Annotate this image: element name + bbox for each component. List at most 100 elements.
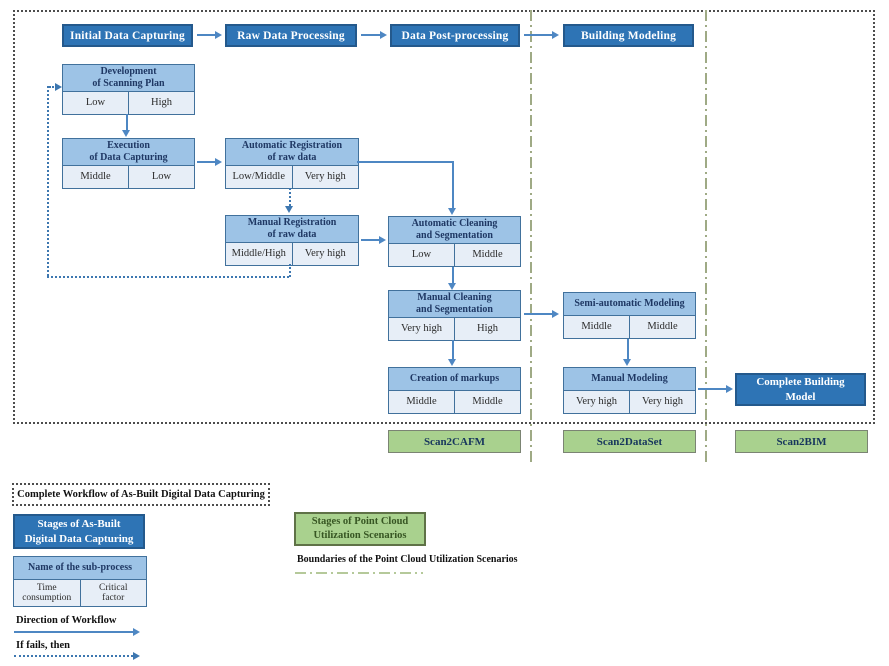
scenario-scan2cafm: Scan2CAFM (388, 430, 521, 453)
critical-factor-value: Middle (454, 391, 520, 413)
arrow-manualcleaning-semimodeling (524, 313, 552, 315)
subprocess-execution-of-data-capturing: Execution of Data Capturing Middle Low (62, 138, 195, 189)
stage-label: Initial Data Capturing (70, 29, 185, 42)
fallback-arrow-autoreg-manualreg (289, 188, 291, 206)
subprocess-development-of-scanning-plan: Development of Scanning Plan Low High (62, 64, 195, 115)
legend-boundaries-line (295, 572, 423, 574)
subprocess-title: Manual Cleaning and Segmentation (389, 291, 520, 318)
subprocess-title: Manual Modeling (564, 368, 695, 391)
time-consumption-value: Middle (581, 321, 612, 333)
legend-workflow-frame-label: Complete Workflow of As-Built Digital Da… (17, 489, 265, 500)
legend-direction-arrow (14, 631, 133, 633)
arrow-manualregistration-autocleaning (361, 239, 379, 241)
legend-scenario-label: Stages of Point Cloud Utilization Scenar… (311, 515, 409, 541)
legend-boundaries-label: Boundaries of the Point Cloud Utilizatio… (297, 554, 518, 565)
stage-label: Building Modeling (580, 29, 677, 42)
scenario-scan2dataset: Scan2DataSet (563, 430, 696, 453)
arrow-manualmodeling-completemodel (698, 388, 726, 390)
fail-loop-entry (49, 86, 57, 88)
arrowhead-icon (448, 208, 456, 215)
arrowhead-icon (552, 31, 559, 39)
scenario-boundary-2 (705, 10, 707, 462)
arrow-execution-autoregistration (197, 161, 215, 163)
fail-loop-left (47, 86, 49, 276)
arrow-stage1-stage2 (197, 34, 215, 36)
scenario-scan2bim: Scan2BIM (735, 430, 868, 453)
legend-direction-label: Direction of Workflow (16, 615, 117, 626)
fail-loop-stub (289, 264, 291, 277)
stage-label: Data Post-processing (401, 29, 509, 42)
subprocess-title: Creation of markups (389, 368, 520, 391)
scenario-label: Scan2CAFM (423, 435, 486, 448)
legend-subprocess-box: Name of the sub-process Time consumption… (13, 556, 147, 607)
arrowhead-icon (215, 158, 222, 166)
arrow-stage2-stage3 (361, 34, 380, 36)
arrow-autoregistration-autocleaning-h (357, 161, 454, 163)
critical-factor-value: Very high (291, 243, 359, 265)
scenario-boundary-1 (530, 10, 532, 462)
arrowhead-icon (215, 31, 222, 39)
legend-workflow-frame: Complete Workflow of As-Built Digital Da… (12, 483, 270, 506)
arrowhead-icon (379, 236, 386, 244)
legend-subprocess-title: Name of the sub-process (14, 557, 146, 580)
arrow-autoregistration-autocleaning-v (452, 161, 454, 208)
subprocess-manual-registration: Manual Registration of raw data Middle/H… (225, 215, 359, 266)
arrowhead-icon (448, 283, 456, 290)
legend-stages-box: Stages of As-Built Digital Data Capturin… (13, 514, 145, 549)
subprocess-automatic-registration: Automatic Registration of raw data Low/M… (225, 138, 359, 189)
arrow-autocleaning-manualcleaning (452, 267, 454, 283)
stage-initial-data-capturing: Initial Data Capturing (62, 24, 193, 47)
arrowhead-icon (285, 206, 293, 213)
fail-loop-bottom (47, 276, 289, 278)
legend-factor-cell: Critical factor (79, 580, 147, 606)
subprocess-title: Automatic Cleaning and Segmentation (389, 217, 520, 244)
subprocess-manual-cleaning: Manual Cleaning and Segmentation Very hi… (388, 290, 521, 341)
stage-label: Raw Data Processing (237, 29, 345, 42)
complete-building-model-label: Complete Building Model (756, 376, 845, 403)
time-consumption-value: Middle (80, 171, 111, 183)
critical-factor-value: Middle (629, 316, 695, 338)
arrowhead-icon (133, 652, 140, 660)
complete-building-model-box: Complete Building Model (735, 373, 866, 406)
critical-factor-value: Low (128, 166, 194, 188)
arrowhead-icon (55, 83, 62, 91)
legend-if-fails-arrow (14, 655, 133, 657)
subprocess-title: Execution of Data Capturing (63, 139, 194, 166)
stage-building-modeling: Building Modeling (563, 24, 694, 47)
arrow-manualcleaning-markups (452, 340, 454, 359)
subprocess-automatic-cleaning: Automatic Cleaning and Segmentation Low M… (388, 216, 521, 267)
arrowhead-icon (448, 359, 456, 366)
legend-if-fails-label: If fails, then (16, 640, 70, 651)
time-consumption-value: Middle (406, 396, 437, 408)
time-consumption-value: Middle/High (231, 248, 286, 260)
time-consumption-value: Low (85, 97, 106, 109)
critical-factor-value: Middle (454, 244, 520, 266)
arrowhead-icon (726, 385, 733, 393)
arrow-stage3-stage4 (524, 34, 552, 36)
critical-factor-value: Very high (629, 391, 695, 413)
legend-scenario-box: Stages of Point Cloud Utilization Scenar… (294, 512, 426, 546)
subprocess-title: Development of Scanning Plan (63, 65, 194, 92)
time-consumption-value: Low/Middle (232, 171, 286, 183)
workflow-frame (13, 10, 875, 424)
arrowhead-icon (122, 130, 130, 137)
legend-time-cell: Time consumption (22, 582, 72, 603)
arrowhead-icon (552, 310, 559, 318)
arrowhead-icon (133, 628, 140, 636)
subprocess-title: Automatic Registration of raw data (226, 139, 358, 166)
stage-data-post-processing: Data Post-processing (390, 24, 520, 47)
subprocess-creation-of-markups: Creation of markups Middle Middle (388, 367, 521, 414)
scenario-label: Scan2DataSet (596, 435, 663, 448)
critical-factor-value: High (128, 92, 194, 114)
time-consumption-value: Low (411, 249, 432, 261)
arrow-development-execution (126, 114, 128, 130)
arrowhead-icon (380, 31, 387, 39)
scenario-label: Scan2BIM (776, 435, 827, 448)
arrowhead-icon (623, 359, 631, 366)
time-consumption-value: Very high (400, 323, 443, 335)
subprocess-title: Manual Registration of raw data (226, 216, 358, 243)
critical-factor-value: Very high (291, 166, 359, 188)
